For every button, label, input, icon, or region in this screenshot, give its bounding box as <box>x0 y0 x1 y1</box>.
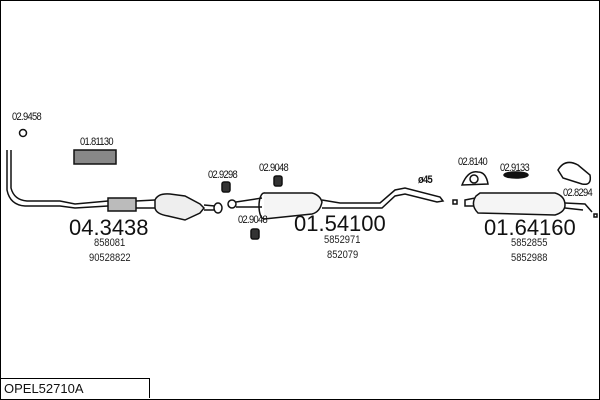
clamp-2-top-icon <box>273 175 283 187</box>
part-number-rubber-ring: 02.9133 <box>500 162 530 174</box>
middle-silencer-ref: 852079 <box>327 249 359 261</box>
middle-silencer-number: 01.54100 <box>294 211 386 236</box>
rear-silencer-ref: 5852988 <box>511 252 548 264</box>
part-number-flex-pipe: 01.81130 <box>80 136 114 148</box>
middle-silencer-shape <box>263 192 323 220</box>
part-number-clamp-2-bottom: 02.9048 <box>238 214 268 226</box>
hanger-clamp-icon <box>557 161 592 186</box>
part-number-clamp-1: 02.9298 <box>208 169 238 181</box>
flex-pipe-icon <box>73 149 117 165</box>
catalytic-converter-shape <box>154 193 206 221</box>
hanger-icon <box>460 171 489 186</box>
clamp-2-bottom-icon <box>250 228 260 240</box>
rear-silencer-ref: 5852855 <box>511 237 548 249</box>
part-number-gasket-front: 02.9458 <box>12 111 42 123</box>
middle-silencer-ref: 5852971 <box>324 234 361 246</box>
front-flex-section <box>107 197 137 212</box>
front-pipe-number: 04.3438 <box>69 215 149 240</box>
rear-silencer-shape <box>472 192 566 216</box>
front-pipe-ref: 90528822 <box>89 252 131 264</box>
part-number-clamp-2-top: 02.9048 <box>259 162 289 174</box>
diagram-code-label: OPEL52710A <box>0 378 150 398</box>
rubber-ring-icon <box>503 171 529 179</box>
part-number-hanger-clamp: 02.8294 <box>563 187 593 199</box>
clamp-1-icon <box>221 181 231 193</box>
front-pipe-shape <box>6 150 109 209</box>
front-pipe-ref: 858081 <box>94 237 126 249</box>
part-number-hanger: 02.8140 <box>458 156 488 168</box>
diameter-label: ø45 <box>418 174 433 186</box>
gasket-icon <box>18 128 28 138</box>
rear-silencer-number: 01.64160 <box>484 215 576 240</box>
